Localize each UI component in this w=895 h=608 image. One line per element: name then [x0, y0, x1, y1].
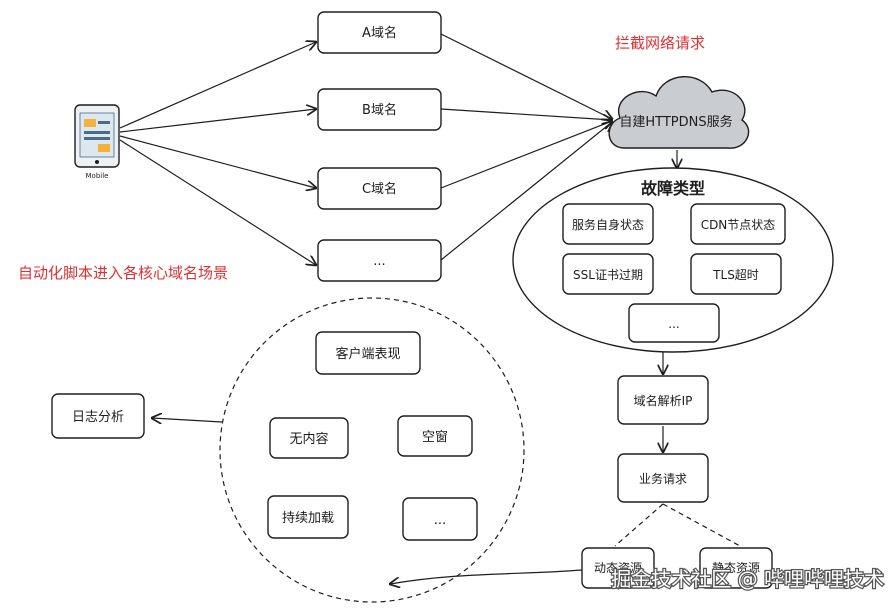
- phone-line-2: [84, 131, 110, 134]
- resolve-ip-label: 域名解析IP: [634, 393, 693, 408]
- watermark: 掘金技术社区 @ 哔哩哔哩技术: [610, 566, 885, 593]
- domain-more-label: ...: [373, 254, 385, 269]
- phone-line-3: [84, 137, 110, 140]
- static-resource-node: 静态资源: [699, 547, 773, 589]
- edge-phone-a: [119, 42, 316, 129]
- edge-a-httpdns: [440, 33, 612, 119]
- domain-a-label: A域名: [362, 25, 397, 41]
- script-annotation: 自动化脚本进入各核心域名场景: [18, 264, 228, 282]
- fault-ssl-expiry-label: SSL证书过期: [573, 268, 643, 282]
- edge-business-static: [662, 503, 741, 547]
- fault-ssl-expiry: SSL证书过期: [562, 253, 654, 295]
- no-content-node: 无内容: [269, 417, 349, 459]
- blank-window-label: 空窗: [422, 429, 448, 445]
- edge-b-httpdns: [440, 108, 612, 120]
- domain-c-node: C域名: [317, 167, 442, 210]
- business-request-node: 业务请求: [617, 453, 709, 503]
- httpdns-cloud: 自建HTTPDNS服务: [608, 76, 750, 149]
- domain-b-label: B域名: [362, 102, 397, 118]
- log-analysis-label: 日志分析: [72, 410, 124, 425]
- business-request-label: 业务请求: [639, 471, 687, 486]
- no-content-label: 无内容: [289, 431, 328, 447]
- domain-c-label: C域名: [362, 181, 397, 197]
- static-resource-label: 静态资源: [712, 561, 760, 575]
- dynamic-resource-node: 动态资源: [581, 547, 655, 589]
- edges: [119, 33, 741, 584]
- client-title-node: 客户端表现: [315, 331, 421, 375]
- fault-more: ...: [628, 303, 720, 343]
- dynamic-resource-label: 动态资源: [594, 561, 642, 575]
- edge-phone-b: [119, 109, 316, 133]
- domain-a-node: A域名: [317, 11, 442, 54]
- fault-types-title: 故障类型: [641, 179, 705, 198]
- fault-more-label: ...: [668, 317, 679, 331]
- fault-tls-timeout: TLS超时: [690, 253, 782, 295]
- edge-c-httpdns: [440, 121, 612, 189]
- fault-cdn-status-label: CDN节点状态: [701, 218, 776, 232]
- domain-more-node: ...: [317, 239, 442, 282]
- fault-cdn-status: CDN节点状态: [690, 203, 786, 245]
- edge-resources-client: [390, 569, 583, 584]
- phone-card-2: [98, 144, 110, 152]
- phone-home-button: [95, 160, 99, 164]
- fault-service-status-label: 服务自身状态: [572, 217, 644, 232]
- httpdns-label: 自建HTTPDNS服务: [619, 114, 732, 130]
- intercept-annotation: 拦截网络请求: [615, 34, 705, 52]
- watermark-text: 掘金技术社区 @ 哔哩哔哩技术: [611, 567, 884, 591]
- edge-phone-c: [119, 135, 316, 188]
- log-analysis-node: 日志分析: [51, 393, 145, 439]
- client-more-label: ...: [434, 513, 446, 528]
- loading-label: 持续加载: [282, 511, 334, 526]
- edge-client-log: [152, 418, 223, 422]
- resolve-ip-node: 域名解析IP: [617, 375, 709, 425]
- phone-card-1: [84, 119, 96, 127]
- client-title-label: 客户端表现: [335, 346, 400, 362]
- blank-window-node: 空窗: [397, 415, 473, 457]
- device-label: Mobile: [86, 172, 109, 180]
- edge-business-dynamic: [614, 503, 664, 547]
- phone-line-1: [98, 121, 110, 124]
- edge-phone-more: [119, 139, 316, 265]
- mobile-device: Mobile: [74, 104, 120, 180]
- loading-node: 持续加载: [267, 495, 349, 539]
- fault-service-status: 服务自身状态: [562, 203, 654, 245]
- edge-more-httpdns: [440, 122, 612, 261]
- domain-b-node: B域名: [317, 88, 442, 131]
- client-presentation-group: [219, 297, 525, 603]
- fault-tls-timeout-label: TLS超时: [712, 267, 759, 282]
- client-boundary: [219, 297, 525, 603]
- cloud-shape: [608, 76, 750, 149]
- client-more-node: ...: [402, 497, 478, 541]
